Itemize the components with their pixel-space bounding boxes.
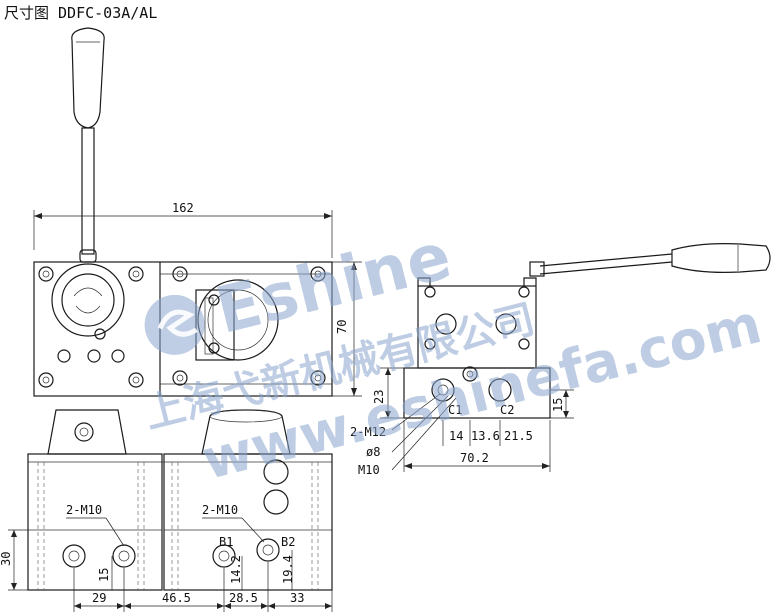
svg-text:15: 15 — [97, 568, 111, 582]
watermark-logo — [144, 294, 205, 355]
port-c2-hole — [488, 378, 512, 402]
svg-text:13.6: 13.6 — [471, 429, 500, 443]
svg-text:21.5: 21.5 — [504, 429, 533, 443]
svg-text:B2: B2 — [281, 535, 295, 549]
front-thread-callouts: 2-M10 2-M10 — [66, 503, 265, 547]
side-view: C1 C2 23 15 14 13.6 21.5 — [350, 243, 771, 477]
svg-text:46.5: 46.5 — [162, 591, 191, 605]
svg-text:C2: C2 — [500, 403, 514, 417]
dim-top-width: 162 — [33, 201, 333, 258]
svg-text:70: 70 — [335, 320, 349, 334]
svg-text:B1: B1 — [219, 535, 233, 549]
side-body-lower — [403, 367, 551, 419]
drawing-title: 尺寸图 DDFC-03A/AL — [4, 4, 157, 22]
svg-text:15: 15 — [551, 398, 565, 412]
dim-front-bottom: 29 46.5 28.5 33 — [73, 562, 333, 612]
side-leaders: 2-M12 ø8 M10 — [350, 393, 457, 477]
svg-text:2-M10: 2-M10 — [66, 503, 102, 517]
dim-side-spacing: 14 13.6 21.5 — [442, 420, 551, 446]
top-lever — [71, 27, 105, 263]
front-ports — [62, 538, 280, 568]
top-left-holes — [38, 266, 144, 388]
svg-text:162: 162 — [172, 201, 194, 215]
svg-text:70.2: 70.2 — [460, 451, 489, 465]
top-right-holes — [172, 266, 326, 386]
front-body-left — [27, 453, 163, 591]
dim-side-total: 70.2 — [403, 420, 551, 472]
front-body-right — [163, 453, 333, 591]
svg-text:ø8: ø8 — [366, 445, 380, 459]
top-body — [33, 261, 333, 397]
svg-text:2-M12: 2-M12 — [350, 425, 386, 439]
dim-top-height: 70 — [332, 261, 362, 397]
svg-text:29: 29 — [92, 591, 106, 605]
svg-text:33: 33 — [290, 591, 304, 605]
svg-text:19.4: 19.4 — [281, 555, 295, 584]
svg-text:2-M10: 2-M10 — [202, 503, 238, 517]
svg-text:14: 14 — [449, 429, 463, 443]
svg-text:28.5: 28.5 — [229, 591, 258, 605]
dim-side-23: 23 — [372, 367, 404, 419]
side-lever — [529, 243, 771, 277]
dim-side-15: 15 — [550, 389, 574, 419]
watermark: Eshine 上海弋新机械有限公司 www.eshinefa.com — [140, 219, 767, 492]
svg-text:M10: M10 — [358, 463, 380, 477]
front-view: B1 B2 2-M10 2-M10 30 15 14.2 19.4 — [0, 409, 333, 612]
dim-front-30: 30 — [0, 529, 28, 591]
svg-text:14.2: 14.2 — [229, 555, 243, 584]
svg-text:C1: C1 — [448, 403, 462, 417]
dim-front-small: 15 14.2 19.4 — [97, 550, 295, 590]
top-view: 162 70 — [33, 27, 362, 397]
svg-text:23: 23 — [372, 390, 386, 404]
svg-text:30: 30 — [0, 552, 13, 566]
